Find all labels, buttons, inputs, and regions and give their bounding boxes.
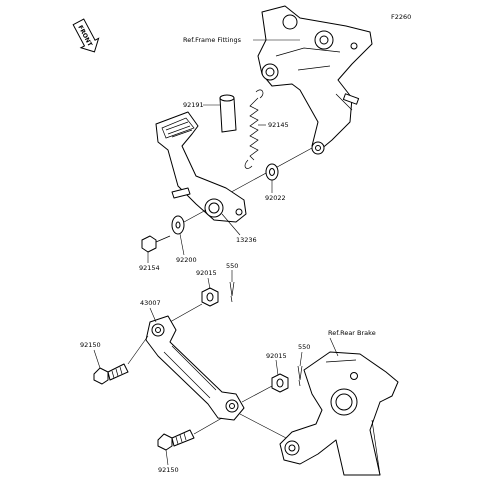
ref-rear-brake-label: Ref.Rear Brake	[328, 329, 376, 337]
rear-brake-lever	[279, 351, 399, 476]
brake-pedal	[155, 111, 247, 223]
spring-92145	[244, 89, 264, 169]
ref-frame-fittings-label: Ref.Frame Fittings	[183, 36, 242, 44]
part-label-92154: 92154	[139, 264, 160, 272]
washer-92022	[265, 163, 279, 181]
frame-fitting-bracket	[257, 5, 373, 155]
cotter-pin-550-lower	[297, 365, 303, 387]
part-label-92200: 92200	[176, 256, 197, 264]
rod-43007	[145, 315, 245, 421]
part-label-550-lower: 550	[298, 343, 310, 351]
part-label-13236: 13236	[236, 236, 257, 244]
part-label-92015-lower: 92015	[266, 352, 287, 360]
part-label-92145: 92145	[268, 121, 289, 129]
part-label-92150-lower: 92150	[158, 466, 179, 474]
part-label-92022: 92022	[265, 194, 286, 202]
part-label-92015-upper: 92015	[196, 269, 217, 277]
part-label-92150-upper: 92150	[80, 341, 101, 349]
part-label-550-upper: 550	[226, 262, 238, 270]
front-arrow-icon: FRONT	[72, 18, 100, 53]
nut-92015-lower	[271, 373, 289, 393]
part-label-92191: 92191	[183, 101, 204, 109]
washer-92200	[171, 215, 185, 235]
part-label-43007: 43007	[140, 299, 161, 307]
bolt-92150-lower	[157, 429, 195, 451]
cotter-pin-550-upper	[229, 281, 235, 303]
figure-code: F2260	[391, 13, 411, 21]
nut-92015-upper	[201, 287, 219, 307]
bolt-92150-upper	[93, 363, 129, 385]
collar-92191	[219, 94, 237, 133]
bolt-92154	[141, 235, 171, 253]
